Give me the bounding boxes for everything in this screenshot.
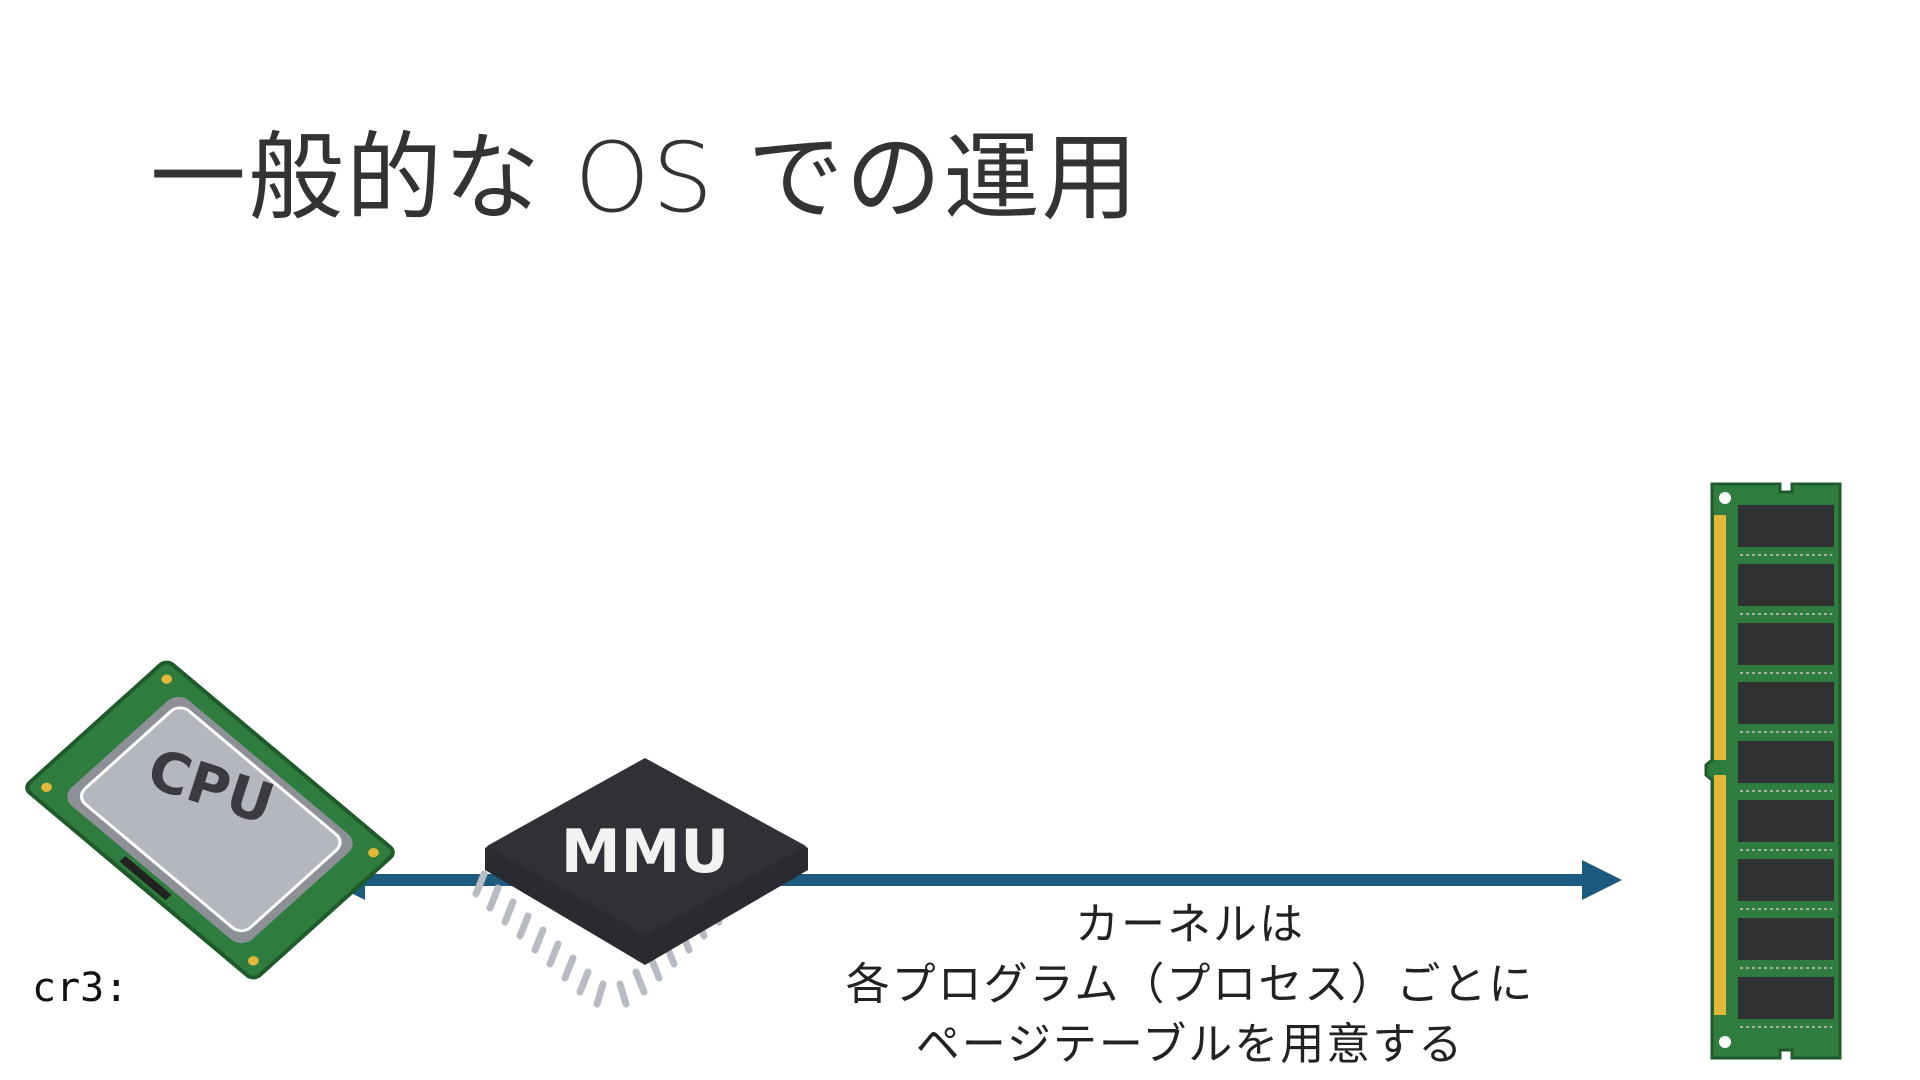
caption-line: ページテーブルを用意する (790, 1015, 1590, 1075)
arrow-right (1582, 860, 1622, 900)
ram-module-icon (1706, 484, 1840, 1058)
caption-line: カーネルは (790, 895, 1590, 955)
cr3-register-label: cr3: (32, 965, 128, 1011)
mmu-label: MMU (561, 817, 729, 887)
caption-line: 各プログラム（プロセス）ごとに (790, 955, 1590, 1015)
caption: カーネルは 各プログラム（プロセス）ごとに ページテーブルを用意する (790, 895, 1590, 1075)
